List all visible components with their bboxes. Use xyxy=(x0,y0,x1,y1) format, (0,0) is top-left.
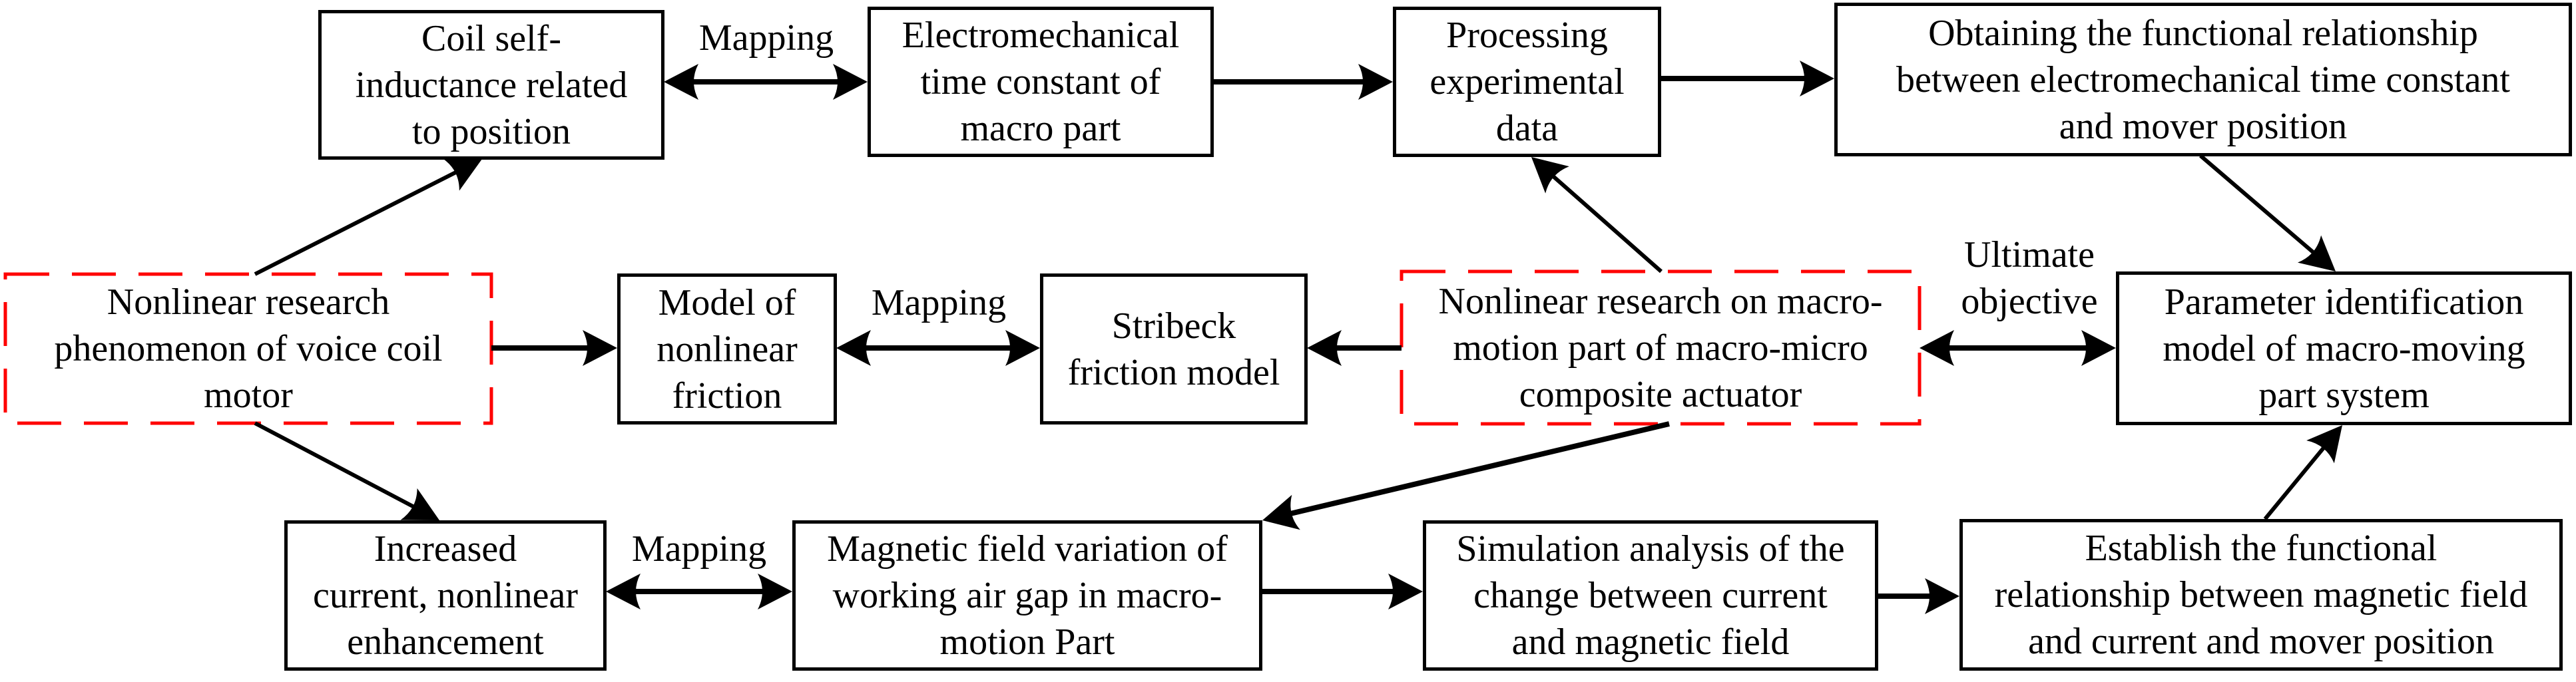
edge-macro_research-to-parameter_id xyxy=(1920,330,2116,366)
edge-vcm_research-to-friction_model xyxy=(491,330,617,366)
edges xyxy=(254,61,2342,614)
connector-line xyxy=(254,169,459,276)
arrowhead-icon xyxy=(664,64,698,100)
node-establish-functional-relationship-text: Establish the functional relationship be… xyxy=(1994,528,2528,662)
node-stribeck-friction-model: Stribeck friction model xyxy=(1040,273,1308,425)
arrowhead-icon xyxy=(1307,330,1342,366)
edge-macro_research-to-stribeck xyxy=(1307,330,1402,366)
edge-coil-to-electromech xyxy=(664,64,868,100)
arrowhead-icon xyxy=(2081,330,2116,366)
edge-obtaining-to-parameter_id xyxy=(2199,154,2336,271)
node-magnetic-field-variation: Magnetic field variation of working air … xyxy=(792,520,1262,671)
arrowhead-icon xyxy=(443,158,482,191)
arrowhead-icon xyxy=(758,574,792,609)
arrowhead-icon xyxy=(1920,330,1954,366)
edge-friction_model-to-stribeck xyxy=(836,330,1040,366)
node-voice-coil-motor-research-text: Nonlinear research phenomenon of voice c… xyxy=(54,281,443,416)
node-simulation-analysis: Simulation analysis of the change betwee… xyxy=(1423,520,1878,671)
arrowhead-icon xyxy=(400,488,439,520)
node-parameter-identification: Parameter identification model of macro-… xyxy=(2116,271,2572,425)
node-obtaining-functional-relationship-text: Obtaining the functional relationship be… xyxy=(1896,12,2510,147)
node-increased-current-text: Increased current, nonlinear enhancement xyxy=(312,528,579,663)
connector-line xyxy=(2263,444,2327,520)
arrowhead-icon xyxy=(836,330,871,366)
node-coil-self-inductance-text: Coil self- inductance related to positio… xyxy=(355,17,628,152)
arrowhead-icon xyxy=(606,574,641,609)
node-magnetic-field-variation-text: Magnetic field variation of working air … xyxy=(827,528,1228,663)
node-model-nonlinear-friction: Model of nonlinear friction xyxy=(617,273,837,425)
node-stribeck-friction-model-text: Stribeck friction model xyxy=(1067,305,1280,393)
arrowhead-icon xyxy=(2306,425,2342,464)
edge-label-mapping-top: Mapping xyxy=(698,17,834,59)
edge-establish-to-parameter_id xyxy=(2263,425,2342,520)
arrowhead-icon xyxy=(1925,578,1959,614)
edge-macro_research-to-processing xyxy=(1531,157,1663,273)
node-model-nonlinear-friction-text: Model of nonlinear friction xyxy=(656,281,798,417)
node-coil-self-inductance: Coil self- inductance related to positio… xyxy=(318,10,664,160)
edge-vcm_research-to-coil xyxy=(254,158,482,276)
node-establish-functional-relationship: Establish the functional relationship be… xyxy=(1959,519,2563,671)
node-processing-experimental-data-text: Processing experimental data xyxy=(1429,15,1625,149)
node-processing-experimental-data: Processing experimental data xyxy=(1393,7,1661,157)
edge-vcm_research-to-increased_current xyxy=(254,421,439,520)
node-voice-coil-motor-research: Nonlinear research phenomenon of voice c… xyxy=(9,278,487,419)
edge-electromech-to-processing xyxy=(1213,64,1393,100)
edge-simulation-to-establish xyxy=(1878,578,1959,614)
edge-magnetic_field-to-simulation xyxy=(1262,574,1423,609)
node-electromechanical-time-constant-text: Electromechanical time constant of macro… xyxy=(902,15,1180,149)
edge-label-ultimate-objective: Ultimate objective xyxy=(1961,234,2098,322)
arrowhead-icon xyxy=(1531,157,1569,194)
connector-line xyxy=(2199,154,2317,256)
edge-macro_research-to-magnetic_field xyxy=(1262,421,1670,530)
arrowhead-icon xyxy=(1800,61,1834,96)
edge-label-mapping-middle: Mapping xyxy=(871,282,1007,323)
node-macro-motion-research: Nonlinear research on macro- motion part… xyxy=(1406,275,1916,420)
connector-line xyxy=(254,421,417,510)
edge-label-mapping-bottom: Mapping xyxy=(631,528,767,570)
arrowhead-icon xyxy=(1262,494,1300,530)
node-macro-motion-research-text: Nonlinear research on macro- motion part… xyxy=(1438,280,1883,415)
arrowhead-icon xyxy=(1388,574,1423,609)
arrowhead-icon xyxy=(2297,235,2336,271)
arrowhead-icon xyxy=(1005,330,1040,366)
node-electromechanical-time-constant: Electromechanical time constant of macro… xyxy=(868,7,1214,157)
node-increased-current: Increased current, nonlinear enhancement xyxy=(284,520,607,671)
node-obtaining-functional-relationship: Obtaining the functional relationship be… xyxy=(1834,3,2572,156)
arrowhead-icon xyxy=(583,330,617,366)
edge-increased_current-to-magnetic_field xyxy=(606,574,792,609)
node-simulation-analysis-text: Simulation analysis of the change betwee… xyxy=(1456,528,1845,663)
edge-processing-to-obtaining xyxy=(1661,61,1834,96)
connector-line xyxy=(1287,421,1670,517)
arrowhead-icon xyxy=(833,64,868,100)
connector-line xyxy=(1550,173,1663,273)
arrowhead-icon xyxy=(1358,64,1393,100)
node-parameter-identification-text: Parameter identification model of macro-… xyxy=(2163,281,2525,416)
